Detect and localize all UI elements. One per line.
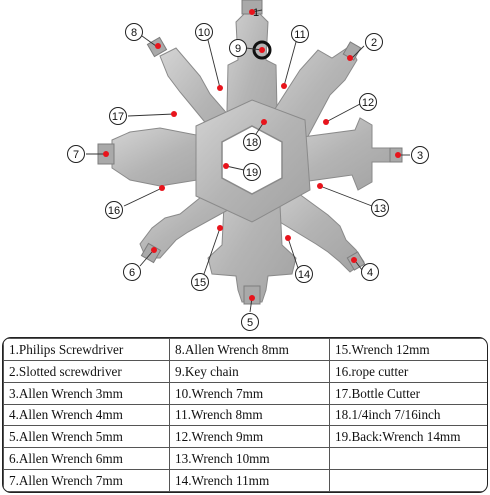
marker-15 (217, 225, 223, 231)
marker-6 (151, 247, 157, 253)
callout-12: 12 (360, 94, 377, 111)
legend-cell: 18.1/4inch 7/16inch (330, 404, 489, 426)
marker-3 (395, 152, 401, 158)
callout-1: 1 (253, 7, 259, 19)
marker-9 (259, 47, 265, 53)
callout-6: 6 (124, 264, 141, 281)
legend-cell: 11.Wrench 8mm (170, 404, 330, 426)
marker-16 (159, 185, 165, 191)
svg-text:13: 13 (374, 203, 386, 215)
svg-text:9: 9 (235, 43, 241, 55)
marker-4 (351, 257, 357, 263)
legend-row: 2.Slotted screwdriver 9.Key chain 16.rop… (4, 360, 489, 382)
legend-cell: 15.Wrench 12mm (330, 339, 489, 361)
callout-18: 18 (244, 134, 261, 151)
marker-10 (217, 85, 223, 91)
marker-19 (223, 163, 229, 169)
callout-2: 2 (366, 34, 383, 51)
legend-cell: 6.Allen Wrench 6mm (4, 448, 170, 470)
legend-cell: 9.Key chain (170, 360, 330, 382)
marker-7 (103, 151, 109, 157)
marker-12 (323, 119, 329, 125)
marker-8 (155, 43, 161, 49)
marker-5 (249, 295, 255, 301)
svg-text:1: 1 (253, 7, 259, 19)
callout-9: 9 (230, 40, 247, 57)
svg-text:14: 14 (298, 269, 310, 281)
legend-cell (330, 470, 489, 492)
legend-cell: 19.Back:Wrench 14mm (330, 426, 489, 448)
legend-row: 5.Allen Wrench 5mm 12.Wrench 9mm 19.Back… (4, 426, 489, 448)
snowflake-tool-diagram: 1 2 3 4 5 6 7 8 9 10 11 12 13 14 15 16 1… (0, 0, 490, 335)
legend-cell: 4.Allen Wrench 4mm (4, 404, 170, 426)
legend-cell: 7.Allen Wrench 7mm (4, 470, 170, 492)
legend-cell: 12.Wrench 9mm (170, 426, 330, 448)
legend-cell: 2.Slotted screwdriver (4, 360, 170, 382)
svg-text:11: 11 (294, 29, 305, 41)
legend-row: 7.Allen Wrench 7mm 14.Wrench 11mm (4, 470, 489, 492)
legend-table: 1.Philips Screwdriver 8.Allen Wrench 8mm… (2, 337, 488, 493)
legend-cell: 5.Allen Wrench 5mm (4, 426, 170, 448)
svg-text:6: 6 (129, 267, 135, 279)
legend-cell (330, 448, 489, 470)
marker-13 (317, 183, 323, 189)
svg-text:15: 15 (194, 277, 206, 289)
svg-text:10: 10 (198, 27, 210, 39)
legend-row: 6.Allen Wrench 6mm 13.Wrench 10mm (4, 448, 489, 470)
callout-7: 7 (68, 146, 85, 163)
legend-cell: 1.Philips Screwdriver (4, 339, 170, 361)
svg-text:12: 12 (362, 97, 374, 109)
callout-16: 16 (106, 202, 123, 219)
svg-text:8: 8 (131, 27, 137, 39)
callout-4: 4 (362, 264, 379, 281)
legend-cell: 16.rope cutter (330, 360, 489, 382)
legend-cell: 17.Bottle Cutter (330, 382, 489, 404)
legend-row: 1.Philips Screwdriver 8.Allen Wrench 8mm… (4, 339, 489, 361)
marker-2 (347, 55, 353, 61)
marker-18 (261, 119, 267, 125)
svg-text:18: 18 (246, 137, 258, 149)
callout-5: 5 (242, 314, 259, 331)
legend-row: 3.Allen Wrench 3mm 10.Wrench 7mm 17.Bott… (4, 382, 489, 404)
callout-19: 19 (244, 164, 261, 181)
callout-3: 3 (412, 147, 429, 164)
marker-11 (281, 83, 287, 89)
marker-14 (285, 235, 291, 241)
callout-17: 17 (110, 108, 127, 125)
svg-text:4: 4 (367, 267, 373, 279)
svg-text:3: 3 (417, 150, 423, 162)
callout-11: 11 (292, 26, 309, 43)
legend-row: 4.Allen Wrench 4mm 11.Wrench 8mm 18.1/4i… (4, 404, 489, 426)
callout-13: 13 (372, 200, 389, 217)
legend-cell: 13.Wrench 10mm (170, 448, 330, 470)
svg-text:2: 2 (371, 37, 377, 49)
svg-text:19: 19 (246, 167, 258, 179)
legend-cell: 14.Wrench 11mm (170, 470, 330, 492)
svg-text:16: 16 (108, 205, 120, 217)
callout-15: 15 (192, 274, 209, 291)
callout-8: 8 (126, 24, 143, 41)
callout-10: 10 (196, 24, 213, 41)
svg-text:5: 5 (247, 317, 253, 329)
marker-17 (171, 111, 177, 117)
svg-text:17: 17 (112, 111, 124, 123)
legend-cell: 3.Allen Wrench 3mm (4, 382, 170, 404)
legend-cell: 10.Wrench 7mm (170, 382, 330, 404)
legend-cell: 8.Allen Wrench 8mm (170, 339, 330, 361)
callout-14: 14 (296, 266, 313, 283)
svg-text:7: 7 (73, 149, 79, 161)
